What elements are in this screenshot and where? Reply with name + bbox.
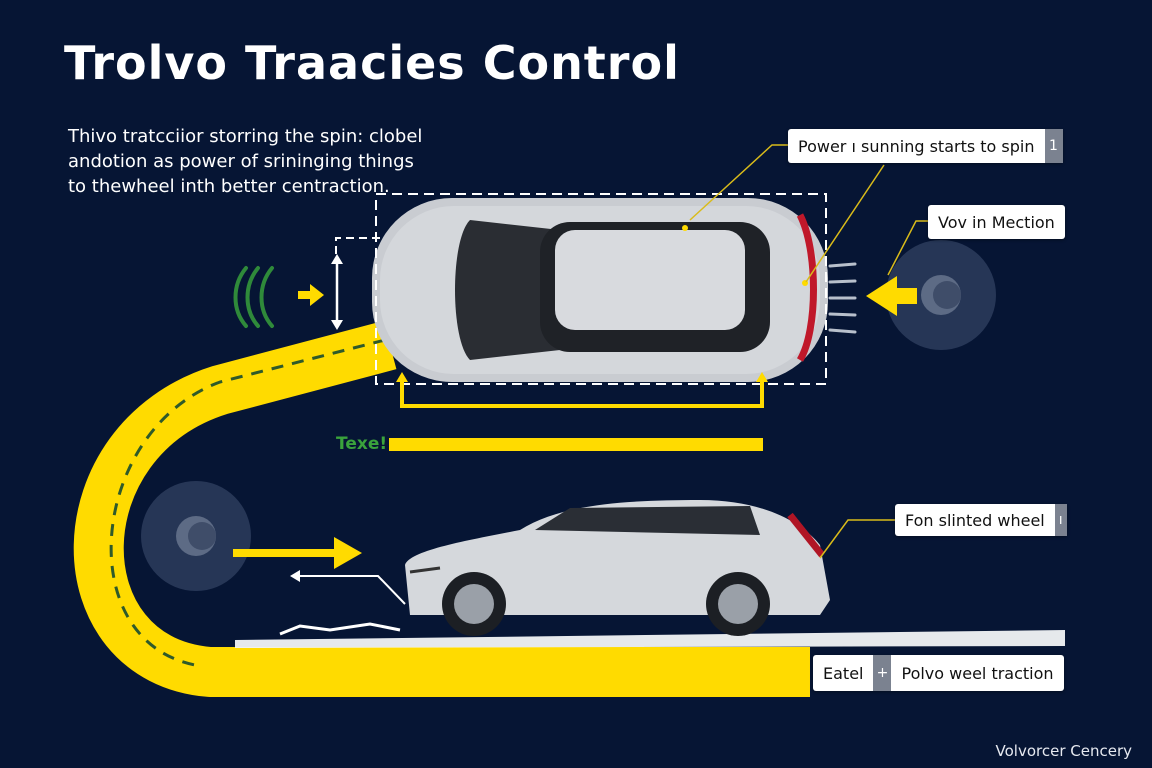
intro-line: to thewheel inth better centraction. bbox=[68, 176, 390, 197]
bar-label: Texe! bbox=[336, 434, 388, 454]
wheel-icon bbox=[141, 481, 251, 591]
arrow-left-icon bbox=[290, 570, 406, 605]
callout-vov-mection: Vov in Mection bbox=[928, 205, 1065, 239]
intro-line: andotion as power of srininging things bbox=[68, 151, 414, 172]
callout-label: Fon slinted wheel bbox=[905, 510, 1045, 530]
callout-tab: 1 bbox=[1044, 129, 1063, 163]
callout-left-label: Eatel bbox=[823, 663, 864, 683]
callout-label: Polvo weel traction bbox=[901, 663, 1054, 683]
arrow-right-icon bbox=[233, 537, 362, 569]
plus-icon: + bbox=[873, 655, 892, 691]
callout-traction: Eatel + Polvo weel traction bbox=[813, 655, 1064, 691]
page-title: Trolvo Traacies Control bbox=[64, 36, 680, 90]
progress-bar bbox=[389, 438, 763, 451]
arrow-left-icon bbox=[866, 276, 917, 316]
callout-power-spin: Power ı sunning starts to spin 1 bbox=[788, 129, 1063, 163]
road-path bbox=[73, 320, 810, 697]
double-arrow-vertical-icon bbox=[331, 254, 343, 330]
footer-brand: Volvorcer Cencery bbox=[995, 742, 1132, 760]
callout-label: Power ı sunning starts to spin bbox=[798, 136, 1035, 156]
car-top-view bbox=[372, 193, 828, 385]
wheel-link-bracket bbox=[400, 376, 764, 408]
speed-lines bbox=[828, 262, 857, 334]
signal-waves-icon bbox=[233, 266, 274, 328]
callout-label: Vov in Mection bbox=[938, 212, 1055, 232]
callout-slinted-wheel: Fon slinted wheel ı bbox=[895, 504, 1067, 536]
arrow-right-icon bbox=[298, 284, 324, 306]
snow-spray bbox=[235, 622, 1065, 648]
intro-line: Thivo tratcciior storring the spin: clob… bbox=[68, 126, 423, 147]
wheel-icon bbox=[886, 240, 996, 350]
callout-tab: ı bbox=[1054, 504, 1067, 536]
car-side-view bbox=[405, 500, 830, 636]
intro-text: Thivo tratcciior storring the spin: clob… bbox=[68, 124, 468, 199]
leader-lines bbox=[689, 144, 932, 559]
